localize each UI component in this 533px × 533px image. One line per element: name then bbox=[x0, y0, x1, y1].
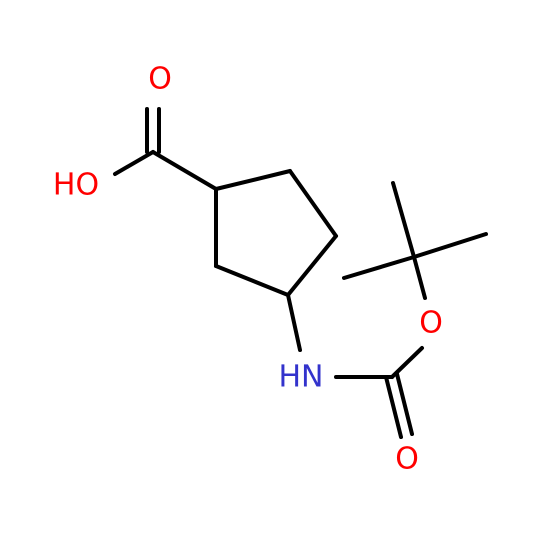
bond-carbamate-ester-o bbox=[390, 346, 424, 379]
bond-carbamate-carbonyl-a bbox=[384, 375, 403, 439]
bond-ester-o-tertc bbox=[412, 255, 427, 300]
amine-label: HN bbox=[279, 360, 324, 395]
bond-acid-ring bbox=[151, 150, 218, 191]
atom-labels: O HO HN O O bbox=[53, 62, 443, 477]
acid-carbonyl-oxygen-label: O bbox=[148, 62, 172, 97]
bond-tbutyl-methyl-3 bbox=[342, 255, 416, 280]
bond-ring-4 bbox=[214, 264, 290, 297]
bond-ring-amine bbox=[286, 293, 302, 352]
ester-oxygen-label: O bbox=[419, 306, 443, 341]
bond-tbutyl-methyl-1 bbox=[391, 181, 416, 259]
bonds bbox=[113, 107, 488, 439]
bond-acid-hydroxyl bbox=[113, 150, 155, 176]
bond-ring-1 bbox=[214, 169, 292, 191]
bond-ring-2 bbox=[288, 169, 338, 238]
bond-carbamate-carbonyl-b bbox=[395, 372, 414, 436]
carbamate-carbonyl-oxygen-label: O bbox=[395, 442, 419, 477]
bond-tbutyl-methyl-2 bbox=[412, 232, 488, 259]
hydroxyl-label: HO bbox=[53, 168, 99, 203]
bond-ring-3 bbox=[286, 234, 338, 297]
